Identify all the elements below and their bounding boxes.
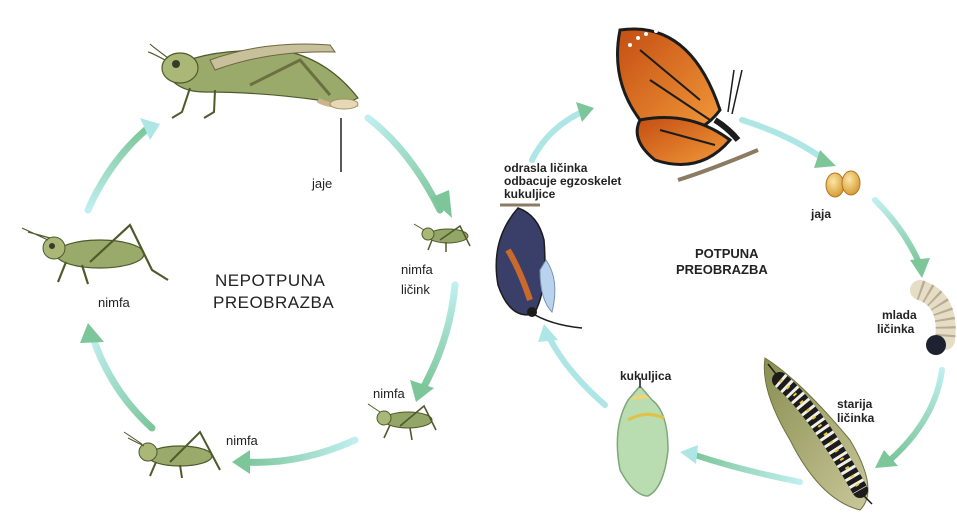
arrow-left-to-adult [88,128,148,210]
label-emerging-line3: kukuljice [504,187,555,201]
incomplete-title-line1: NEPOTPUNA [215,270,325,291]
label-young-larva-line1: mlada [882,308,917,322]
arrowhead-eggs-to-young [910,258,930,278]
nymph-bottom [124,432,220,478]
nymph-bottom-right [368,404,436,440]
adult-grasshopper [148,44,358,172]
arrow-nymph-to-bottom [245,440,355,462]
arrowhead-pupa-to-emerging [538,324,558,342]
arrow-older-to-pupa [695,455,800,482]
arrow-bottom-to-left [92,335,152,428]
arrow-emerging-to-butterfly [532,112,582,160]
arrow-pupa-to-emerging [548,335,605,405]
chrysalis [617,378,668,496]
label-small-nymph-line2: ličink [401,282,430,298]
nymph-left [22,225,168,284]
arrow-egg-to-nymph [368,118,440,210]
label-emerging-line1: odrasla ličinka [504,161,587,175]
label-eggs: jaja [811,207,831,221]
small-nymph [414,224,470,252]
label-older-larva-line2: ličinka [837,411,874,425]
arrow-butterfly-to-eggs [742,120,825,160]
label-older-larva-line1: starija [837,397,872,411]
label-nymph-bottom: nimfa [226,433,258,449]
monarch-butterfly [618,29,759,180]
label-small-nymph-line1: nimfa [401,262,433,278]
label-pupa: kukuljica [620,369,671,383]
arrow-young-to-older [890,370,942,460]
butterfly-eggs [826,171,860,197]
label-egg: jaje [312,176,332,192]
egg-cluster [330,99,358,109]
emerging-adult [496,205,582,328]
arrowhead-nymph-to-bottom [232,450,250,474]
label-emerging-line2: odbacuje egzoskelet [504,174,621,188]
incomplete-title-line2: PREOBRAZBA [213,292,334,313]
label-nymph-left: nimfa [98,295,130,311]
arrow-nymph-to-nymph [422,285,455,390]
label-nymph-bottom-right: nimfa [373,386,405,402]
young-larva [920,290,946,355]
older-larva [764,358,872,510]
arrow-eggs-to-young [875,200,920,265]
complete-title-line2: PREOBRAZBA [676,262,768,278]
arrowhead-bottom-to-left [80,323,104,343]
complete-title-line1: POTPUNA [695,246,759,262]
arrowhead-older-to-pupa [680,445,698,464]
label-young-larva-line2: ličinka [877,322,914,336]
